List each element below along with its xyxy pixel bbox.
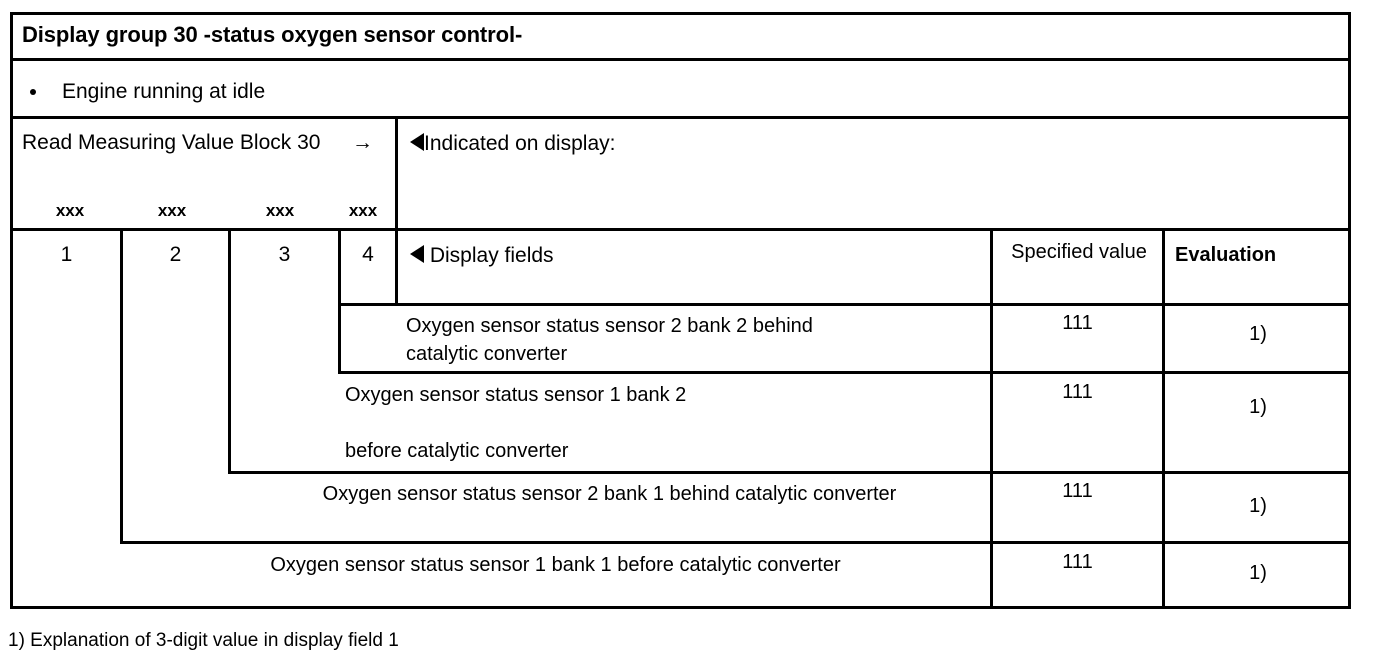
display-fields-label: Display fields [429,244,554,267]
display-field-number-3: 3 [278,243,291,266]
indicated-on-display-row: Indicated on display: [410,132,615,156]
column-divider-4 [395,231,398,303]
column-divider-3 [338,231,341,371]
display-field-number-2: 2 [169,243,182,266]
placeholder-4: xxx [348,201,378,220]
table-row-2-evaluation: 1) [1249,396,1267,418]
placeholder-1: xxx [55,201,85,220]
precondition-label: Engine running at idle [62,80,266,103]
readblock-bottom-divider [10,228,398,231]
row-1-bottom-divider [338,371,1351,374]
display-fields-row: Display fields [410,244,554,268]
indicated-bottom-divider [398,228,1351,231]
precondition-divider [10,116,1351,119]
row-1-specified-divider [990,306,993,371]
placeholder-2: xxx [157,201,187,220]
evaluation-header: Evaluation [1175,244,1277,266]
footnote: 1) Explanation of 3-digit value in displ… [8,630,399,651]
page-title: Display group 30 -status oxygen sensor c… [22,22,523,47]
row-2-evaluation-divider [1162,374,1165,471]
title-divider [10,58,1351,61]
row-3-specified-divider [990,474,993,541]
indicated-on-display-label: Indicated on display: [424,132,616,155]
column-divider-1 [120,231,123,541]
table-row-2-text: Oxygen sensor status sensor 1 bank 2 bef… [345,384,687,462]
row-3-evaluation-divider [1162,474,1165,541]
row-1-evaluation-divider [1162,306,1165,371]
precondition-row: Engine running at idle [30,80,265,104]
left-triangle-icon-2 [410,245,424,263]
table-row-3-text: Oxygen sensor status sensor 2 bank 1 beh… [322,483,897,505]
table-row-3-specified-value: 111 [1062,480,1093,502]
table-row-3-evaluation: 1) [1249,495,1267,517]
arrow-right-icon: → [352,131,373,154]
table-row-4-specified-value: 111 [1062,551,1093,573]
table-row-4-text: Oxygen sensor status sensor 1 bank 1 bef… [270,554,841,576]
table-row-4-evaluation: 1) [1249,562,1267,584]
row-2-specified-divider [990,374,993,471]
display-field-number-1: 1 [60,243,73,266]
table-outer-frame [10,12,1351,609]
read-measuring-value-block-label: Read Measuring Value Block 30 [22,131,321,154]
table-row-2-specified-value: 111 [1062,381,1093,403]
row-3-bottom-divider [120,541,1351,544]
specified-value-left-divider [990,231,993,303]
left-triangle-icon [410,133,424,151]
table-row-1-specified-value: 111 [1062,312,1093,334]
column-divider-2 [228,231,231,471]
row-4-specified-divider [990,544,993,608]
evaluation-left-divider [1162,231,1165,303]
display-field-number-4: 4 [362,243,374,266]
row-2-bottom-divider [228,471,1351,474]
columnheader-bottom-divider [338,303,1351,306]
readblock-right-divider [395,119,398,228]
table-row-1-evaluation: 1) [1249,323,1267,345]
placeholder-3: xxx [265,201,295,220]
specified-value-header: Specified value [1011,241,1147,263]
table-row-1-text: Oxygen sensor status sensor 2 bank 2 beh… [406,315,813,365]
bullet-icon [30,89,36,95]
row-4-evaluation-divider [1162,544,1165,608]
